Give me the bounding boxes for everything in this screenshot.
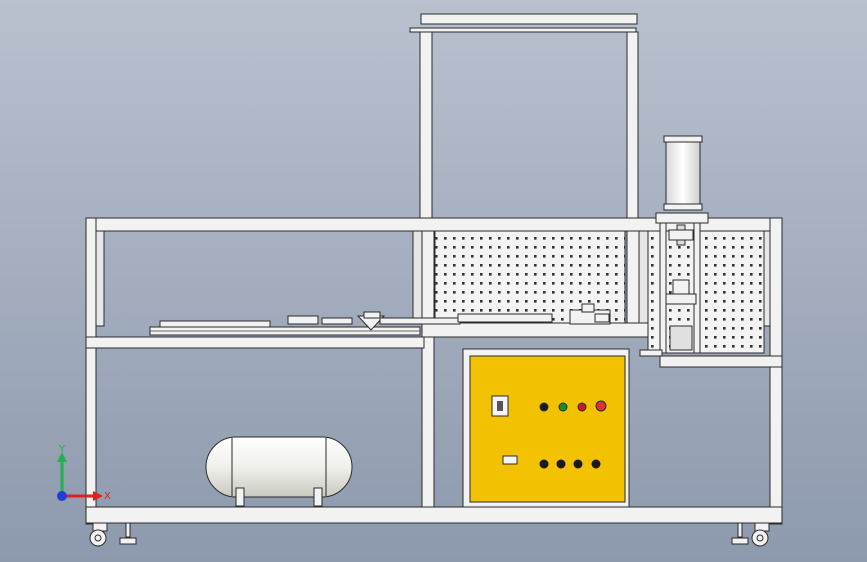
air-tank (205, 436, 353, 507)
display-indicator (502, 455, 518, 465)
leveling-foot-right (731, 537, 749, 545)
frame-center-post (421, 230, 435, 508)
perforated-panel-right (647, 230, 765, 354)
bottom-beam (85, 506, 783, 524)
indicator-button-black[interactable] (539, 402, 549, 412)
indicator-button-red[interactable] (577, 402, 587, 412)
emergency-stop-button[interactable] (595, 400, 607, 412)
machine-frame (85, 13, 783, 525)
frame-right-post (769, 217, 783, 525)
tower-left-post (419, 31, 433, 223)
axis-triad: Y X (57, 444, 111, 502)
control-box (462, 348, 630, 508)
control-knob-2[interactable] (556, 459, 566, 469)
indicator-button-green[interactable] (558, 402, 568, 412)
frame-left-post (85, 217, 97, 525)
control-box-face (469, 355, 626, 503)
pneumatic-press (639, 135, 709, 357)
control-knob-1[interactable] (539, 459, 549, 469)
pneumatic-cylinder (665, 141, 701, 205)
control-knob-3[interactable] (573, 459, 583, 469)
middle-shelf (85, 336, 425, 349)
leveling-foot-left (119, 537, 137, 545)
slide-rail-assembly (149, 303, 611, 336)
x-axis-label: X (104, 491, 111, 502)
casters (89, 522, 770, 547)
y-axis-label: Y (58, 444, 66, 455)
control-knob-4[interactable] (591, 459, 601, 469)
tower-right-post (626, 31, 639, 223)
tower-top-cap (420, 13, 638, 25)
perforated-panel-center (434, 230, 626, 324)
